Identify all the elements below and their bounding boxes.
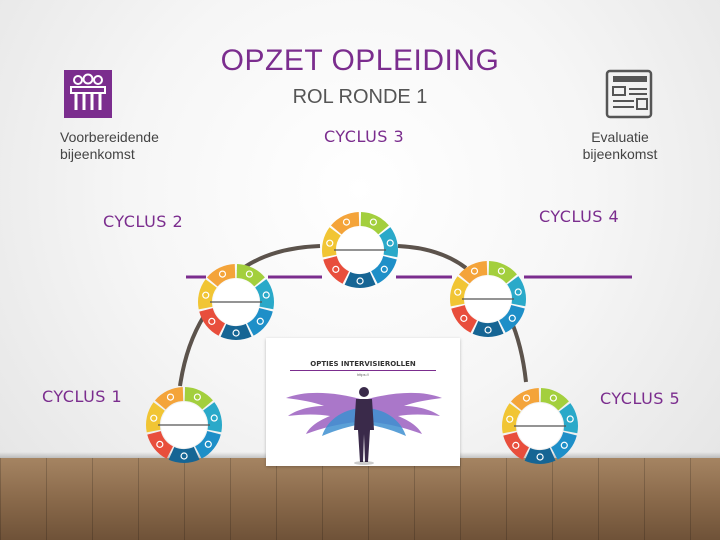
segment-icon (356, 277, 364, 285)
intervision-roles-card: OPTIES INTERVISIEROLLEN https:// (266, 338, 460, 466)
wheel-segment (147, 431, 173, 459)
wheel-segment (247, 307, 273, 336)
wheel-segment (510, 388, 540, 411)
segment-icon (512, 441, 520, 449)
wheel-segment (502, 403, 521, 434)
wheel-segment (323, 256, 349, 284)
segment-icon (460, 314, 468, 322)
segment-icon (204, 440, 212, 448)
segment-icon (208, 317, 216, 325)
wheel-segment (236, 264, 265, 287)
segment-icon (380, 265, 388, 273)
segment-icon (326, 239, 334, 247)
wheel-segment (507, 276, 526, 307)
arc-c1-c2 (178, 314, 206, 387)
segment-icon (245, 270, 253, 278)
wheel-segment (344, 271, 376, 288)
segment-icon (210, 414, 218, 422)
segment-icon (202, 291, 210, 299)
right-label-line2: bijeenkomst (582, 146, 658, 162)
segment-icon (156, 440, 164, 448)
left-label-line2: bijeenkomst (60, 146, 135, 162)
wheel-segment (503, 432, 529, 460)
wheel-segment (168, 446, 200, 463)
wheel-segment (146, 402, 165, 433)
wheel-segment (255, 279, 274, 310)
cycle-1-label: CYCLUS 1 (42, 387, 123, 406)
wheel-segment (472, 320, 504, 337)
cycle-5-label: CYCLUS 5 (600, 389, 681, 408)
wheel-segment (488, 261, 517, 284)
cycle-wheel-1 (146, 387, 222, 463)
wheel-segment (184, 387, 213, 410)
right-label: Evaluatie bijeenkomst (560, 129, 680, 163)
segment-icon (342, 218, 351, 226)
cycle-3-label: CYCLUS 3 (324, 127, 405, 146)
cycle-2-label: CYCLUS 2 (103, 212, 184, 231)
wheel-segment (371, 255, 397, 284)
segment-icon (256, 317, 264, 325)
wheel-segment (458, 261, 488, 284)
segment-icon (166, 393, 175, 401)
segment-icon (470, 267, 479, 275)
wheel-segment (195, 430, 221, 459)
arc-c3-c4 (397, 244, 468, 270)
people-meeting-icon (64, 70, 112, 118)
right-label-line1: Evaluatie (591, 129, 649, 145)
wheel-segment (379, 227, 398, 258)
evaluation-form-icon (604, 68, 656, 120)
wheel-segment (360, 212, 389, 235)
card-divider (290, 370, 436, 371)
wheel-segment (524, 447, 556, 464)
segment-icon (484, 326, 492, 334)
wheel-segment (154, 387, 184, 410)
wheel-segment (451, 305, 477, 333)
wheel-segment (540, 388, 569, 411)
segment-icon (386, 239, 394, 247)
card-title: OPTIES INTERVISIEROLLEN (310, 360, 416, 368)
cycle-wheel-2 (198, 264, 274, 340)
card-subtitle: https:// (356, 372, 369, 377)
wheel-segment (330, 212, 360, 235)
cycle-wheel-4 (450, 261, 526, 337)
wheel-segment (559, 403, 578, 434)
wheel-segment (203, 402, 222, 433)
segment-icon (332, 265, 340, 273)
segment-icon (218, 270, 227, 278)
segment-icon (150, 414, 158, 422)
segment-icon (193, 393, 201, 401)
segment-icon (262, 291, 270, 299)
segment-icon (560, 441, 568, 449)
segment-icon (232, 329, 240, 337)
wheel-segment (551, 431, 577, 460)
cycle-wheel-5 (502, 388, 578, 464)
segment-icon (454, 288, 462, 296)
slide-title: OPZET OPLEIDING (220, 44, 500, 77)
wheel-segment (206, 264, 236, 287)
segment-icon (506, 415, 514, 423)
wheel-segment (198, 279, 217, 310)
segment-icon (536, 453, 544, 461)
wheel-segment (199, 308, 225, 336)
wheel-segment (322, 227, 341, 258)
wheel-segment (499, 304, 525, 333)
segment-icon (369, 218, 377, 226)
cycle-4-label: CYCLUS 4 (539, 207, 620, 226)
cycle-wheel-3 (322, 212, 398, 288)
segment-icon (180, 452, 188, 460)
left-label: Voorbereidende bijeenkomst (60, 129, 159, 163)
winged-person-illustration (286, 387, 442, 465)
segment-icon (497, 267, 505, 275)
segment-icon (522, 394, 531, 402)
segment-icon (508, 314, 516, 322)
segment-icon (514, 288, 522, 296)
segment-icon (549, 394, 557, 402)
wheel-segment (450, 276, 469, 307)
slide-subtitle: ROL RONDE 1 (292, 86, 428, 108)
wheel-segment (220, 323, 252, 340)
segment-icon (566, 415, 574, 423)
wooden-floor (0, 458, 720, 540)
left-label-line1: Voorbereidende (60, 129, 159, 145)
